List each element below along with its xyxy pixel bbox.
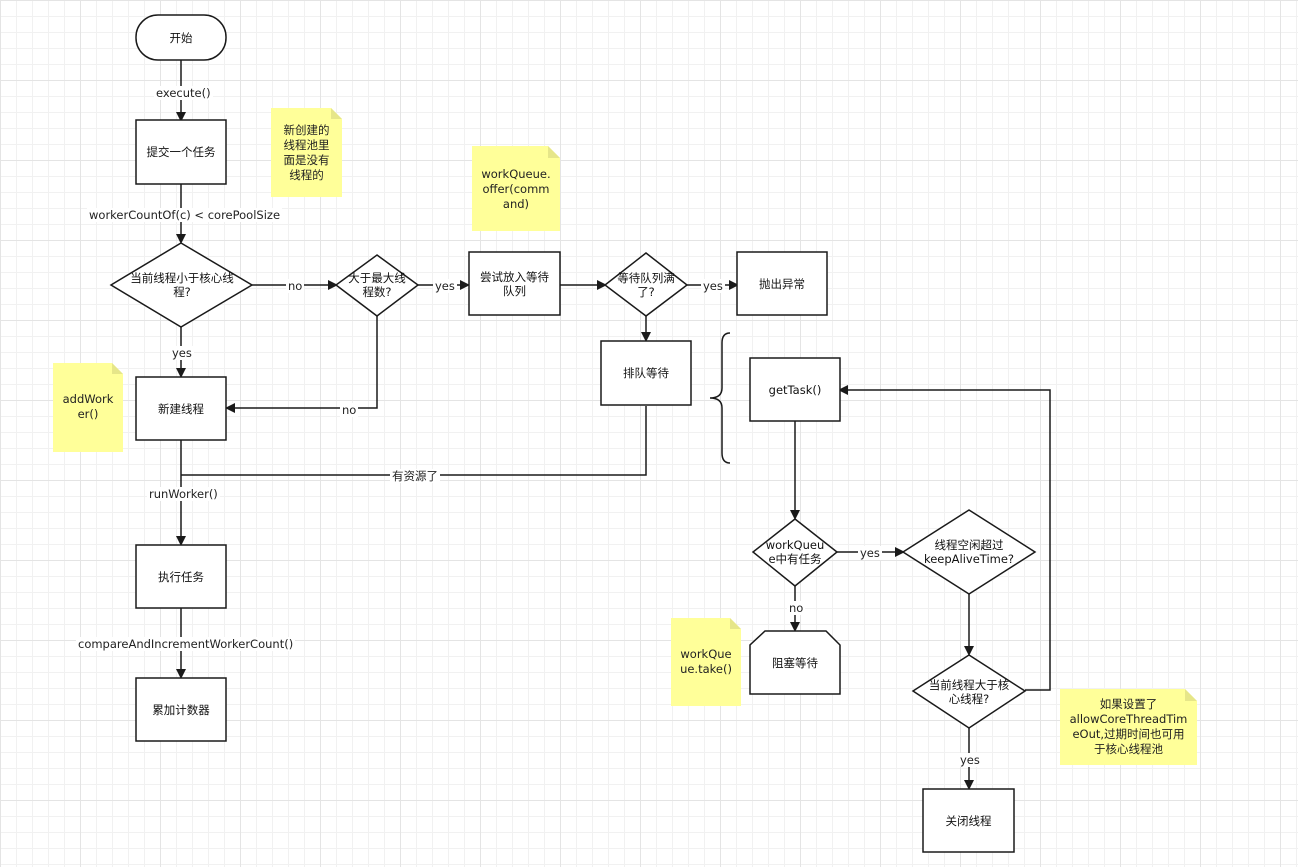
edge-label-max-no: no [340,403,359,417]
enqueue-wait-box [600,340,692,406]
note-new-pool-fold [331,108,342,119]
start-terminator [135,14,227,61]
more-than-core-decision [911,654,1027,729]
note-add-worker-bg [53,363,123,452]
idle-timeout-decision [901,509,1037,595]
new-thread-box [135,376,227,441]
edge-label-full-yes: yes [701,279,725,293]
throw-box [736,251,828,316]
note-allow-core-fold [1185,689,1197,701]
accumulate-box [135,677,227,742]
queue-full-decision [603,252,689,317]
note-take-bg [671,618,741,706]
edge-label-core-no: no [286,279,305,293]
note-add-worker-fold [112,363,123,374]
note-take-fold [730,618,741,629]
edge-label-max-yes: yes [433,279,457,293]
queue-has-task-decision [751,518,839,587]
edge-enqueue-resource [181,406,647,476]
note-new-pool-bg [271,108,342,197]
curly-brace [709,332,731,464]
note-take-text: workQue ue.take() [680,647,732,676]
edge-label-run-worker: runWorker() [147,487,220,501]
check-max-decision [334,254,420,317]
edge-label-has-task-yes: yes [858,546,882,560]
note-offer-text: workQueue. offer(comm and) [481,166,551,211]
edge-checkmax-newthread [225,316,378,413]
edge-label-compare: compareAndIncrementWorkerCount() [76,637,296,651]
block-wait-box [749,630,841,695]
edge-label-more-yes: yes [958,753,982,767]
edge-label-execute: execute() [154,86,213,100]
close-thread-box [922,788,1015,853]
edge-label-core-yes: yes [170,346,194,360]
edge-label-has-task-no: no [787,601,806,615]
note-add-worker-text: addWork er() [62,392,114,421]
execute-task-box [135,544,227,609]
sticky-notes [53,108,1197,765]
check-core-decision [109,242,254,328]
note-offer-bg [472,146,560,231]
edge-label-worker-count: workerCountOf(c) < corePoolSize [87,208,283,222]
try-queue-box [468,251,561,316]
note-new-pool-text: 新创建的 线程池里 面是没有 线程的 [283,123,330,182]
edge-morecore-gettask [838,385,1051,691]
note-allow-core-text: 如果设置了 allowCoreThreadTim eOut,过期时间也可用 于核… [1069,697,1188,756]
note-offer-fold [548,146,560,158]
edge-label-resource: 有资源了 [390,469,440,483]
get-task-box [749,357,841,422]
submit-task-box [135,119,227,185]
note-allow-core-bg [1060,689,1197,765]
